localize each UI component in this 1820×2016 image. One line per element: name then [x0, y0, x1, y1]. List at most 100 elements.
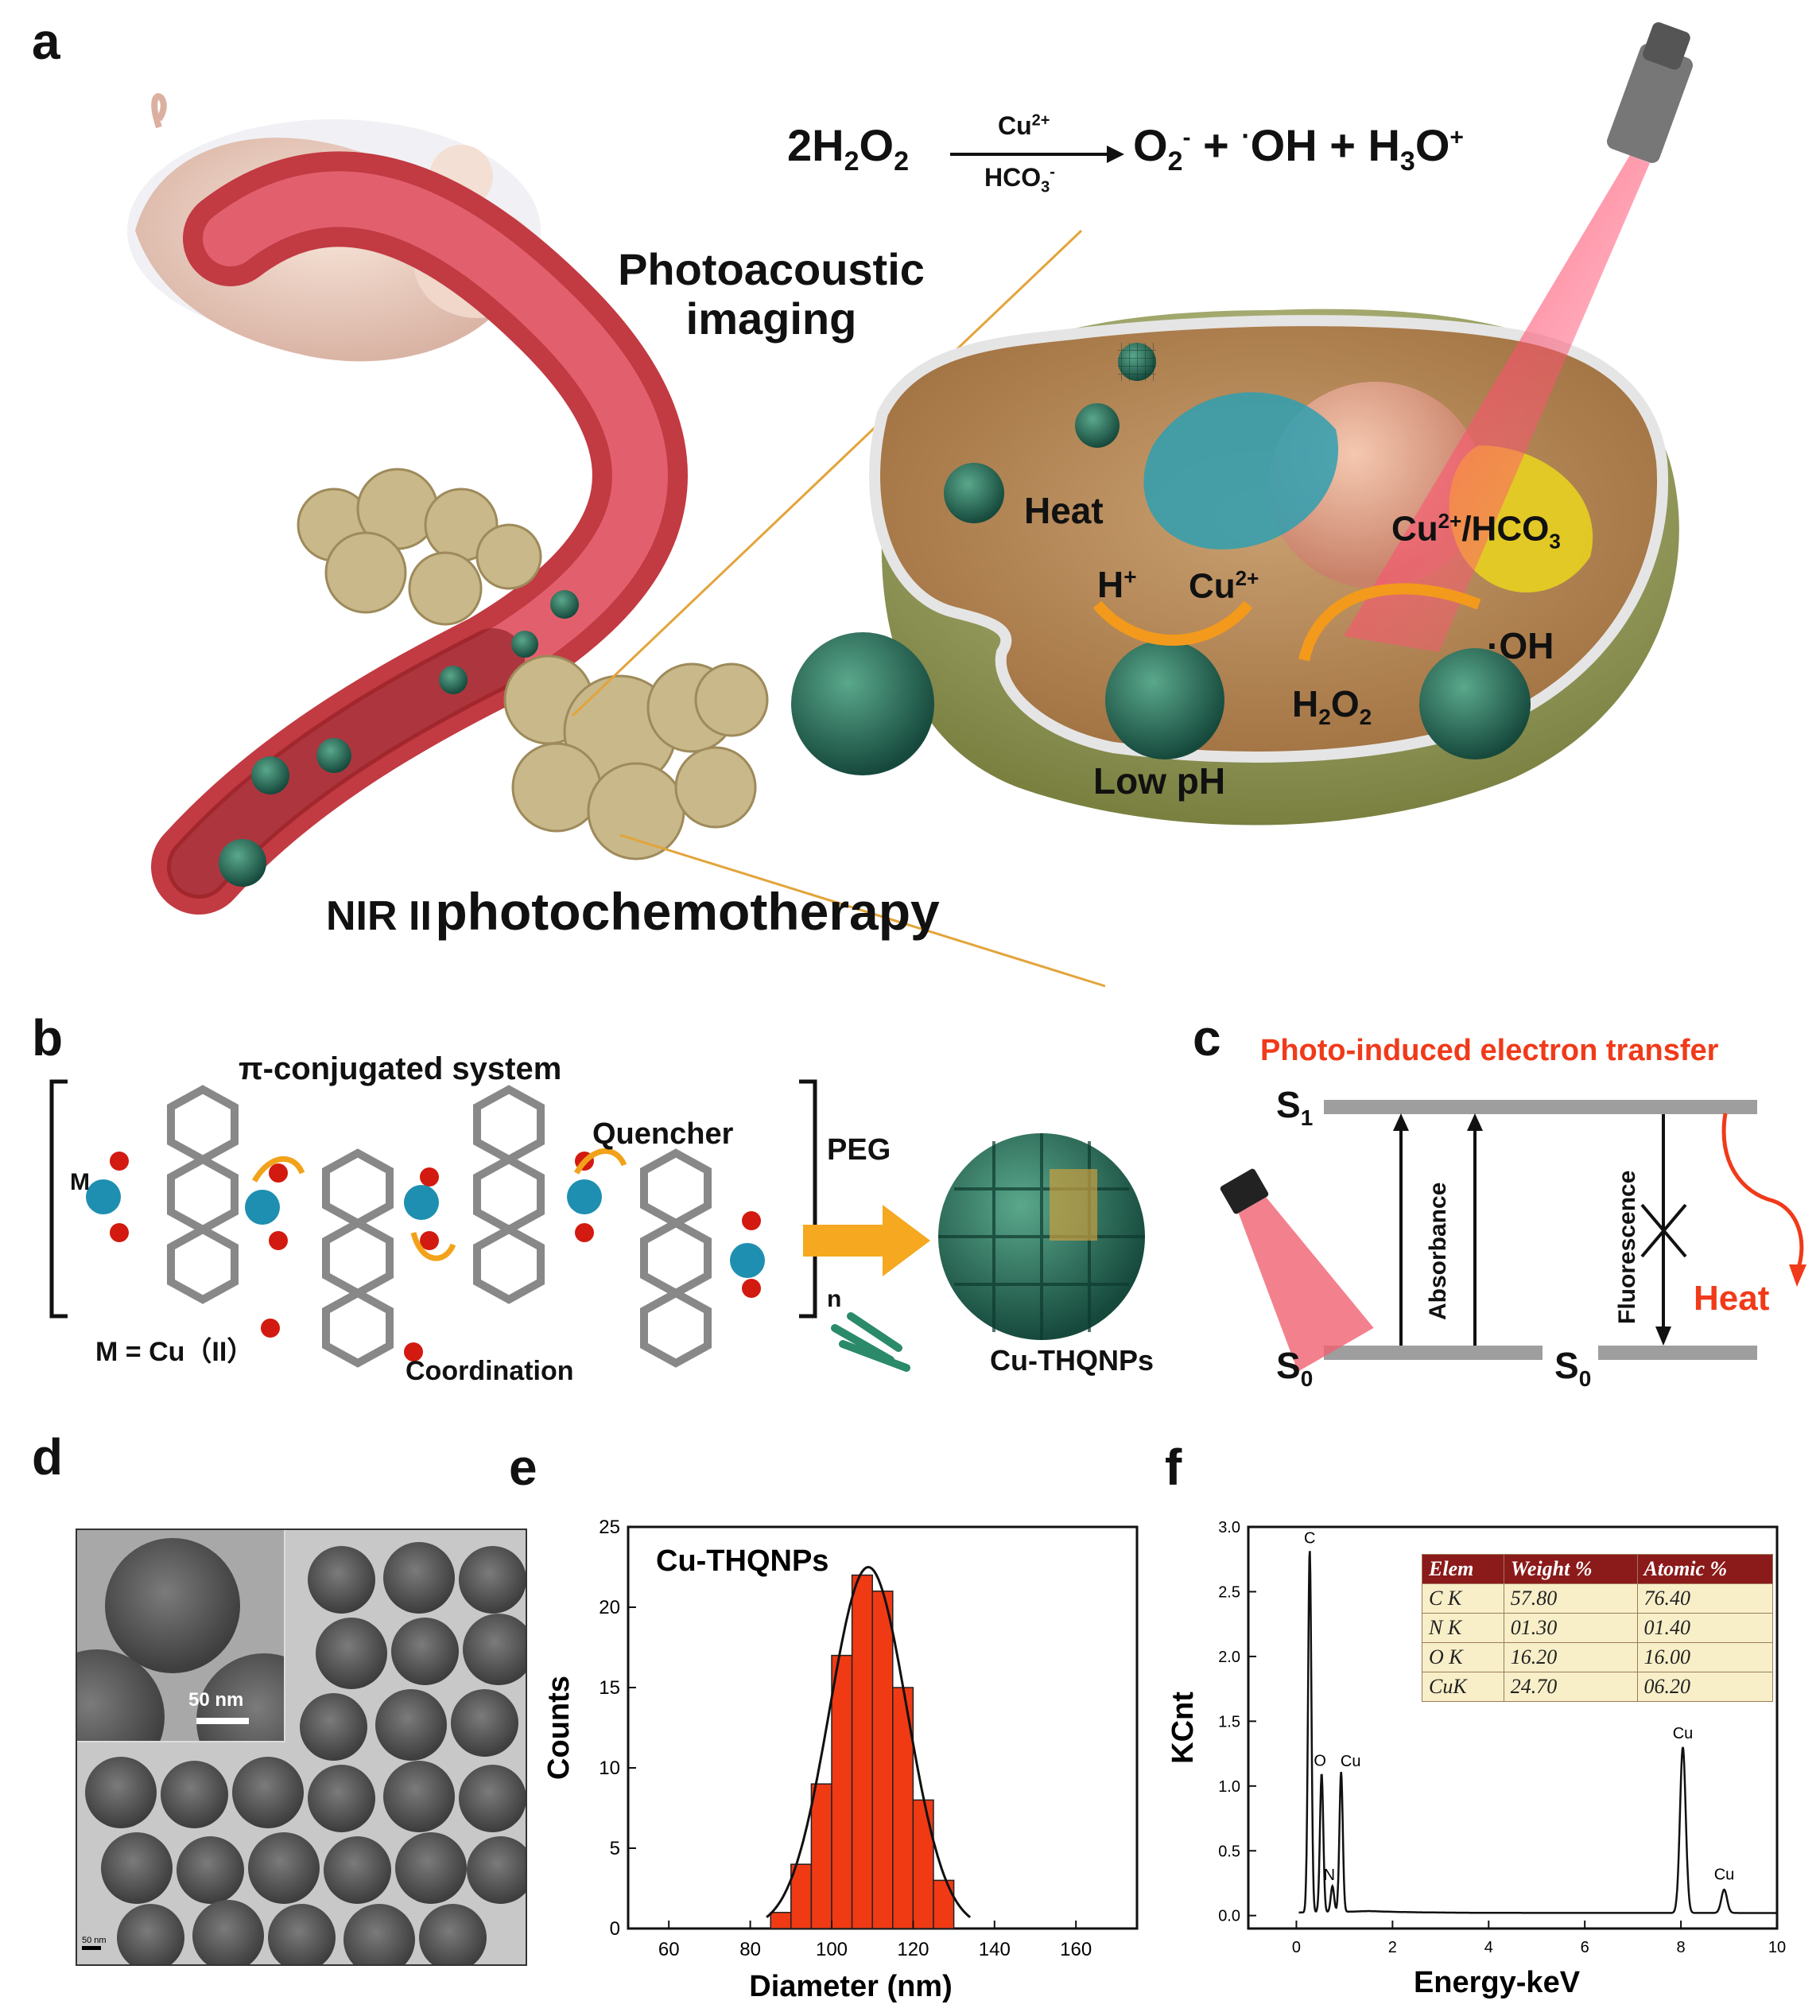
h2o2-label: H2O2 — [1292, 683, 1372, 730]
table-cell: C K — [1422, 1583, 1504, 1614]
coordination-label: Coordination — [406, 1356, 574, 1386]
table-header-cell: Elem — [1422, 1554, 1504, 1584]
tem-image: 50 nm 50 nm — [76, 1529, 527, 1966]
y-axis-label: Counts — [542, 1676, 576, 1780]
histogram-bar — [851, 1574, 873, 1929]
metal-definition: M = Cu（II） — [95, 1337, 254, 1367]
nir-label: NIR II photochemotherapy — [326, 882, 940, 941]
pi-conjugated-title: π-conjugated system — [239, 1051, 562, 1086]
histogram-bar — [933, 1879, 955, 1929]
table-row: C K 57.80 76.40 — [1422, 1583, 1773, 1614]
table-cell: O K — [1422, 1642, 1504, 1672]
panel-label-f: f — [1165, 1439, 1182, 1496]
table-cell: 16.00 — [1636, 1642, 1773, 1672]
histogram-bar — [810, 1783, 832, 1929]
table-cell: 06.20 — [1636, 1672, 1773, 1702]
repeat-n-label: n — [827, 1286, 842, 1312]
inset-scale-label: 50 nm — [188, 1689, 244, 1711]
heat-label-c: Heat — [1694, 1279, 1770, 1318]
h-plus-label: H+ — [1097, 564, 1137, 605]
x-tick-label: 160 — [1060, 1939, 1092, 1960]
gaussian-fit-line — [766, 1565, 972, 1918]
main-scale-label: 50 nm — [82, 1936, 107, 1945]
x-tick-label: 4 — [1484, 1939, 1493, 1956]
y-tick-label: 15 — [599, 1677, 620, 1699]
panel-label-c: c — [1193, 1009, 1221, 1066]
s0-label-right: S0 — [1554, 1345, 1592, 1392]
peak-label: C — [1304, 1530, 1315, 1548]
edx-table-header: Elem Weight % Atomic % — [1422, 1554, 1773, 1584]
reaction-equation: 2H2O2 — [787, 120, 909, 177]
metal-label: M — [70, 1169, 90, 1195]
reaction-products: O2- + ·OH + H3O+ — [1133, 120, 1464, 177]
x-tick-label: 80 — [739, 1939, 761, 1960]
y-tick-label: 20 — [599, 1597, 620, 1618]
table-cell: 01.30 — [1503, 1613, 1638, 1643]
spectrum-line — [1298, 1551, 1777, 1914]
table-row: O K 16.20 16.00 — [1422, 1642, 1773, 1672]
y-tick-label: 2.0 — [1218, 1649, 1240, 1666]
histogram-bar — [912, 1799, 934, 1929]
x-tick-label: 10 — [1768, 1939, 1786, 1956]
histogram-bar — [871, 1591, 894, 1929]
absorbance-label: Absorbance — [1425, 1182, 1451, 1320]
table-cell: 24.70 — [1503, 1672, 1638, 1702]
y-axis-label: KCnt — [1169, 1692, 1200, 1764]
peak-label: Cu — [1673, 1725, 1694, 1742]
catalyst-top: Cu2+ — [998, 111, 1050, 140]
chart-title: Cu-THQNPs — [656, 1544, 829, 1578]
table-row: CuK 24.70 06.20 — [1422, 1672, 1773, 1702]
reaction-arrow — [950, 153, 1117, 156]
photoacoustic-label: Photoacoustic imaging — [618, 244, 925, 344]
table-cell: CuK — [1422, 1672, 1504, 1702]
peak-label: O — [1314, 1752, 1326, 1769]
y-tick-label: 1.0 — [1218, 1778, 1240, 1796]
y-tick-label: 3.0 — [1218, 1519, 1240, 1536]
panel-label-a: a — [32, 13, 60, 70]
x-tick-label: 60 — [658, 1939, 680, 1960]
oh-radical-label: ·OH — [1487, 625, 1554, 666]
panel-label-b: b — [32, 1009, 64, 1066]
y-tick-label: 5 — [610, 1838, 620, 1859]
table-cell: 16.20 — [1503, 1642, 1638, 1672]
plot-frame — [1247, 1525, 1779, 1930]
cu-hco3-label: Cu2+/HCO3 — [1391, 509, 1561, 554]
low-ph-label: Low pH — [1093, 760, 1226, 802]
histogram-bar — [770, 1912, 792, 1929]
histogram-bar — [831, 1654, 853, 1929]
table-header-cell: Weight % — [1503, 1554, 1638, 1584]
x-tick-label: 8 — [1677, 1939, 1686, 1956]
y-tick-label: 25 — [599, 1517, 620, 1538]
x-tick-label: 100 — [816, 1939, 848, 1960]
reaction-arrowhead — [1107, 146, 1124, 163]
peg-label: PEG — [827, 1133, 891, 1167]
heat-label-a: Heat — [1024, 490, 1104, 531]
x-tick-label: 120 — [897, 1939, 929, 1960]
table-cell: 57.80 — [1503, 1583, 1638, 1614]
cu2-label: Cu2+ — [1189, 566, 1259, 606]
table-row: N K 01.30 01.40 — [1422, 1613, 1773, 1643]
x-tick-label: 140 — [979, 1939, 1011, 1960]
peak-label: N — [1324, 1866, 1335, 1884]
x-axis-label: Energy-keV — [1414, 1966, 1581, 1999]
edx-composition-table: Elem Weight % Atomic % C K 57.80 76.40 N… — [1422, 1554, 1773, 1702]
y-tick-label: 2.5 — [1218, 1583, 1240, 1601]
x-axis-label: Diameter (nm) — [749, 1970, 953, 2003]
quencher-label: Quencher — [592, 1117, 734, 1151]
x-tick-label: 2 — [1388, 1939, 1397, 1956]
y-tick-label: 10 — [599, 1758, 620, 1779]
table-cell: 01.40 — [1636, 1613, 1773, 1643]
table-header-cell: Atomic % — [1636, 1554, 1773, 1584]
tem-inset: 50 nm — [77, 1530, 285, 1742]
s1-label: S1 — [1276, 1084, 1314, 1131]
y-tick-label: 0 — [610, 1918, 620, 1940]
x-tick-label: 0 — [1292, 1939, 1301, 1956]
table-cell: N K — [1422, 1613, 1504, 1643]
y-tick-label: 0.5 — [1218, 1843, 1240, 1860]
nanoparticle-label: Cu-THQNPs — [990, 1344, 1154, 1377]
panel-b-illustration — [49, 1079, 1145, 1372]
peak-label: Cu — [1341, 1753, 1361, 1770]
catalyst-bottom: HCO3- — [984, 163, 1055, 196]
panel-label-e: e — [509, 1439, 537, 1496]
